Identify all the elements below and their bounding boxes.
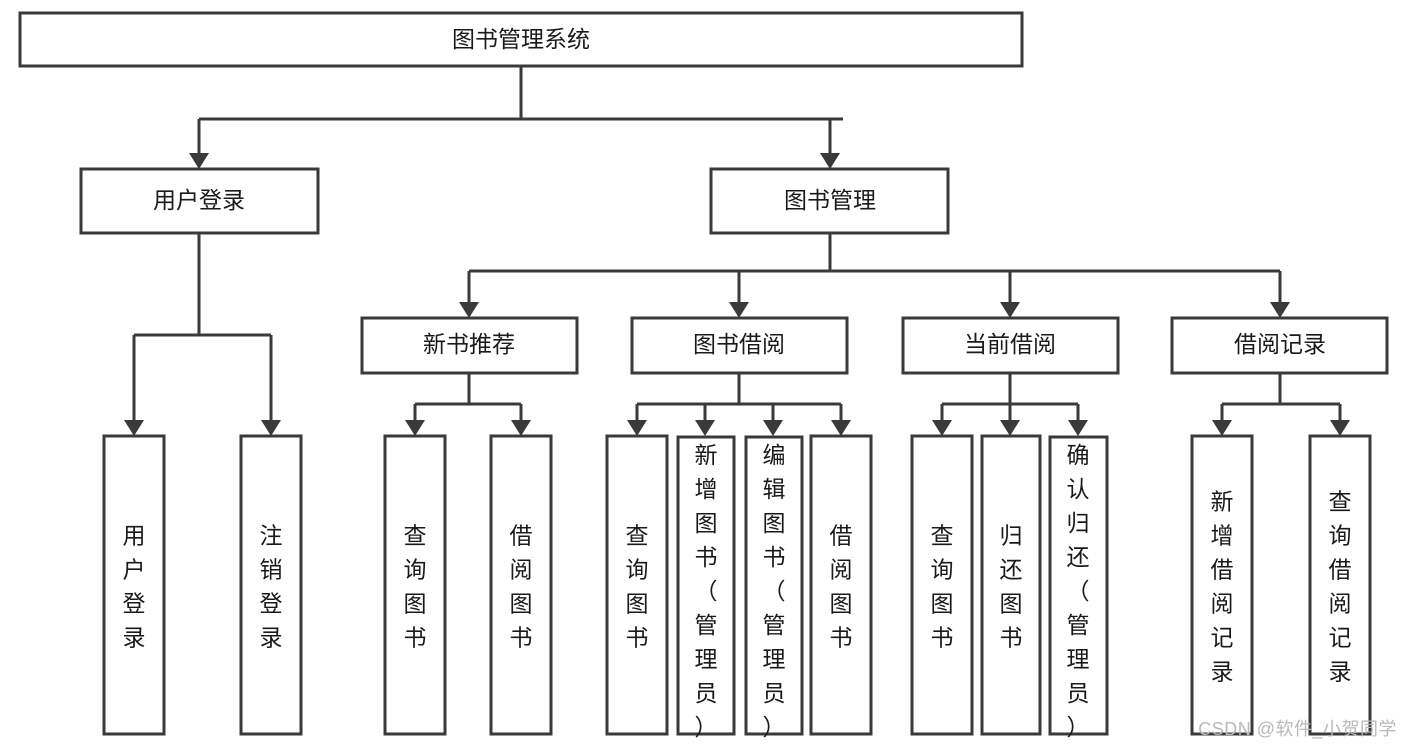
node-leaf7-label: 编辑图书（管理员） <box>763 442 786 740</box>
arrow-to-leaf4 <box>511 420 531 436</box>
node-current-label: 当前借阅 <box>964 331 1056 357</box>
node-leaf1-label: 用户登录 <box>123 523 146 651</box>
node-borrow-label: 图书借阅 <box>693 331 785 357</box>
arrow-to-newbook <box>459 302 479 318</box>
node-root[interactable]: 图书管理系统 <box>18 11 1024 68</box>
arrow-to-leaf1 <box>124 420 144 436</box>
node-leaf4-label: 借阅图书 <box>510 523 533 651</box>
node-leaf12[interactable]: 新增借阅记录 <box>1190 434 1254 736</box>
node-leaf9-box[interactable] <box>910 434 974 736</box>
node-newbook-box[interactable] <box>360 316 579 375</box>
arrow-to-leaf10 <box>1000 420 1020 436</box>
node-leaf7[interactable]: 编辑图书（管理员） <box>744 435 804 740</box>
edge-group-newbook-to-leaves <box>405 373 531 436</box>
node-leaf11-box[interactable] <box>1048 435 1109 736</box>
node-leaf11[interactable]: 确认归还（管理员） <box>1048 435 1109 740</box>
node-leaf2-label: 注销登录 <box>260 523 283 651</box>
node-leaf4-box[interactable] <box>489 434 553 736</box>
node-records-box[interactable] <box>1170 316 1389 375</box>
arrow-to-leaf7 <box>763 420 783 436</box>
edge-group-bookmgmt-to-level3 <box>459 233 1290 318</box>
node-bookmgmt[interactable]: 图书管理 <box>709 167 950 235</box>
arrow-to-leaf11 <box>1068 420 1088 436</box>
node-leaf2[interactable]: 注销登录 <box>239 434 303 736</box>
arrow-to-leaf3 <box>405 420 425 436</box>
node-records-label: 借阅记录 <box>1234 331 1326 357</box>
node-login[interactable]: 用户登录 <box>79 167 320 235</box>
arrow-to-bookmgmt <box>820 153 840 169</box>
node-leaf8-box[interactable] <box>809 434 873 736</box>
node-leaf13-label: 查询借阅记录 <box>1329 489 1352 685</box>
node-current[interactable]: 当前借阅 <box>901 316 1120 375</box>
node-leaf12-label: 新增借阅记录 <box>1211 489 1234 685</box>
node-leaf8[interactable]: 借阅图书 <box>809 434 873 736</box>
node-leaf6[interactable]: 新增图书（管理员） <box>676 435 736 740</box>
edge-group-records-to-leaves <box>1212 373 1350 436</box>
node-leaf5[interactable]: 查询图书 <box>605 434 669 736</box>
node-leaf5-box[interactable] <box>605 434 669 736</box>
node-newbook[interactable]: 新书推荐 <box>360 316 579 375</box>
node-current-box[interactable] <box>901 316 1120 375</box>
node-leaf10-label: 归还图书 <box>1000 523 1023 651</box>
arrow-to-current <box>1000 302 1020 318</box>
node-leaf10-box[interactable] <box>980 434 1042 736</box>
edge-group-login-to-leaves <box>124 233 281 436</box>
node-leaf9[interactable]: 查询图书 <box>910 434 974 736</box>
arrow-to-login <box>189 153 209 169</box>
node-root-box[interactable] <box>18 11 1024 68</box>
node-leaf2-box[interactable] <box>239 434 303 736</box>
node-leaf13[interactable]: 查询借阅记录 <box>1308 434 1372 736</box>
connector-current-bus <box>940 373 1080 422</box>
node-records[interactable]: 借阅记录 <box>1170 316 1389 375</box>
arrow-to-leaf6 <box>695 420 715 436</box>
node-login-label: 用户登录 <box>153 187 245 213</box>
node-login-box[interactable] <box>79 167 320 235</box>
node-leaf9-label: 查询图书 <box>931 523 954 651</box>
node-leaf11-label: 确认归还（管理员） <box>1067 442 1090 740</box>
arrow-to-leaf5 <box>627 420 647 436</box>
connector-borrow-bus <box>635 373 843 422</box>
node-leaf3[interactable]: 查询图书 <box>383 434 447 736</box>
edge-group-borrow-to-leaves <box>627 373 851 436</box>
node-leaf10[interactable]: 归还图书 <box>980 434 1042 736</box>
node-leaf12-box[interactable] <box>1190 434 1254 736</box>
arrow-to-leaf9 <box>932 420 952 436</box>
arrow-to-leaf12 <box>1212 420 1232 436</box>
connector-login-bus <box>132 233 273 422</box>
connector-records-bus <box>1220 373 1342 422</box>
connector-bookmgmt-bus <box>467 233 1282 304</box>
node-bookmgmt-label: 图书管理 <box>784 187 876 213</box>
arrow-to-borrow <box>729 302 749 318</box>
arrow-to-records <box>1270 302 1290 318</box>
node-bookmgmt-box[interactable] <box>709 167 950 235</box>
node-leaf1[interactable]: 用户登录 <box>102 434 166 736</box>
connector-root-bus <box>197 66 843 155</box>
node-leaf13-box[interactable] <box>1308 434 1372 736</box>
arrow-to-leaf2 <box>261 420 281 436</box>
node-leaf3-box[interactable] <box>383 434 447 736</box>
node-borrow-box[interactable] <box>630 316 849 375</box>
node-leaf5-label: 查询图书 <box>626 523 649 651</box>
connector-newbook-bus <box>413 373 523 422</box>
node-root-label: 图书管理系统 <box>452 26 590 52</box>
edge-group-current-to-leaves <box>932 373 1088 436</box>
node-leaf4[interactable]: 借阅图书 <box>489 434 553 736</box>
node-borrow[interactable]: 图书借阅 <box>630 316 849 375</box>
arrow-to-leaf8 <box>831 420 851 436</box>
edge-group-root-to-level2 <box>189 66 843 169</box>
node-leaf8-label: 借阅图书 <box>830 523 853 651</box>
node-leaf7-box[interactable] <box>744 435 804 736</box>
node-newbook-label: 新书推荐 <box>423 331 515 357</box>
arrow-to-leaf13 <box>1330 420 1350 436</box>
node-leaf6-label: 新增图书（管理员） <box>695 442 718 740</box>
node-leaf6-box[interactable] <box>676 435 736 736</box>
node-leaf3-label: 查询图书 <box>404 523 427 651</box>
csdn-watermark: CSDN @软件_小贺同学 <box>1198 719 1397 739</box>
node-leaf1-box[interactable] <box>102 434 166 736</box>
